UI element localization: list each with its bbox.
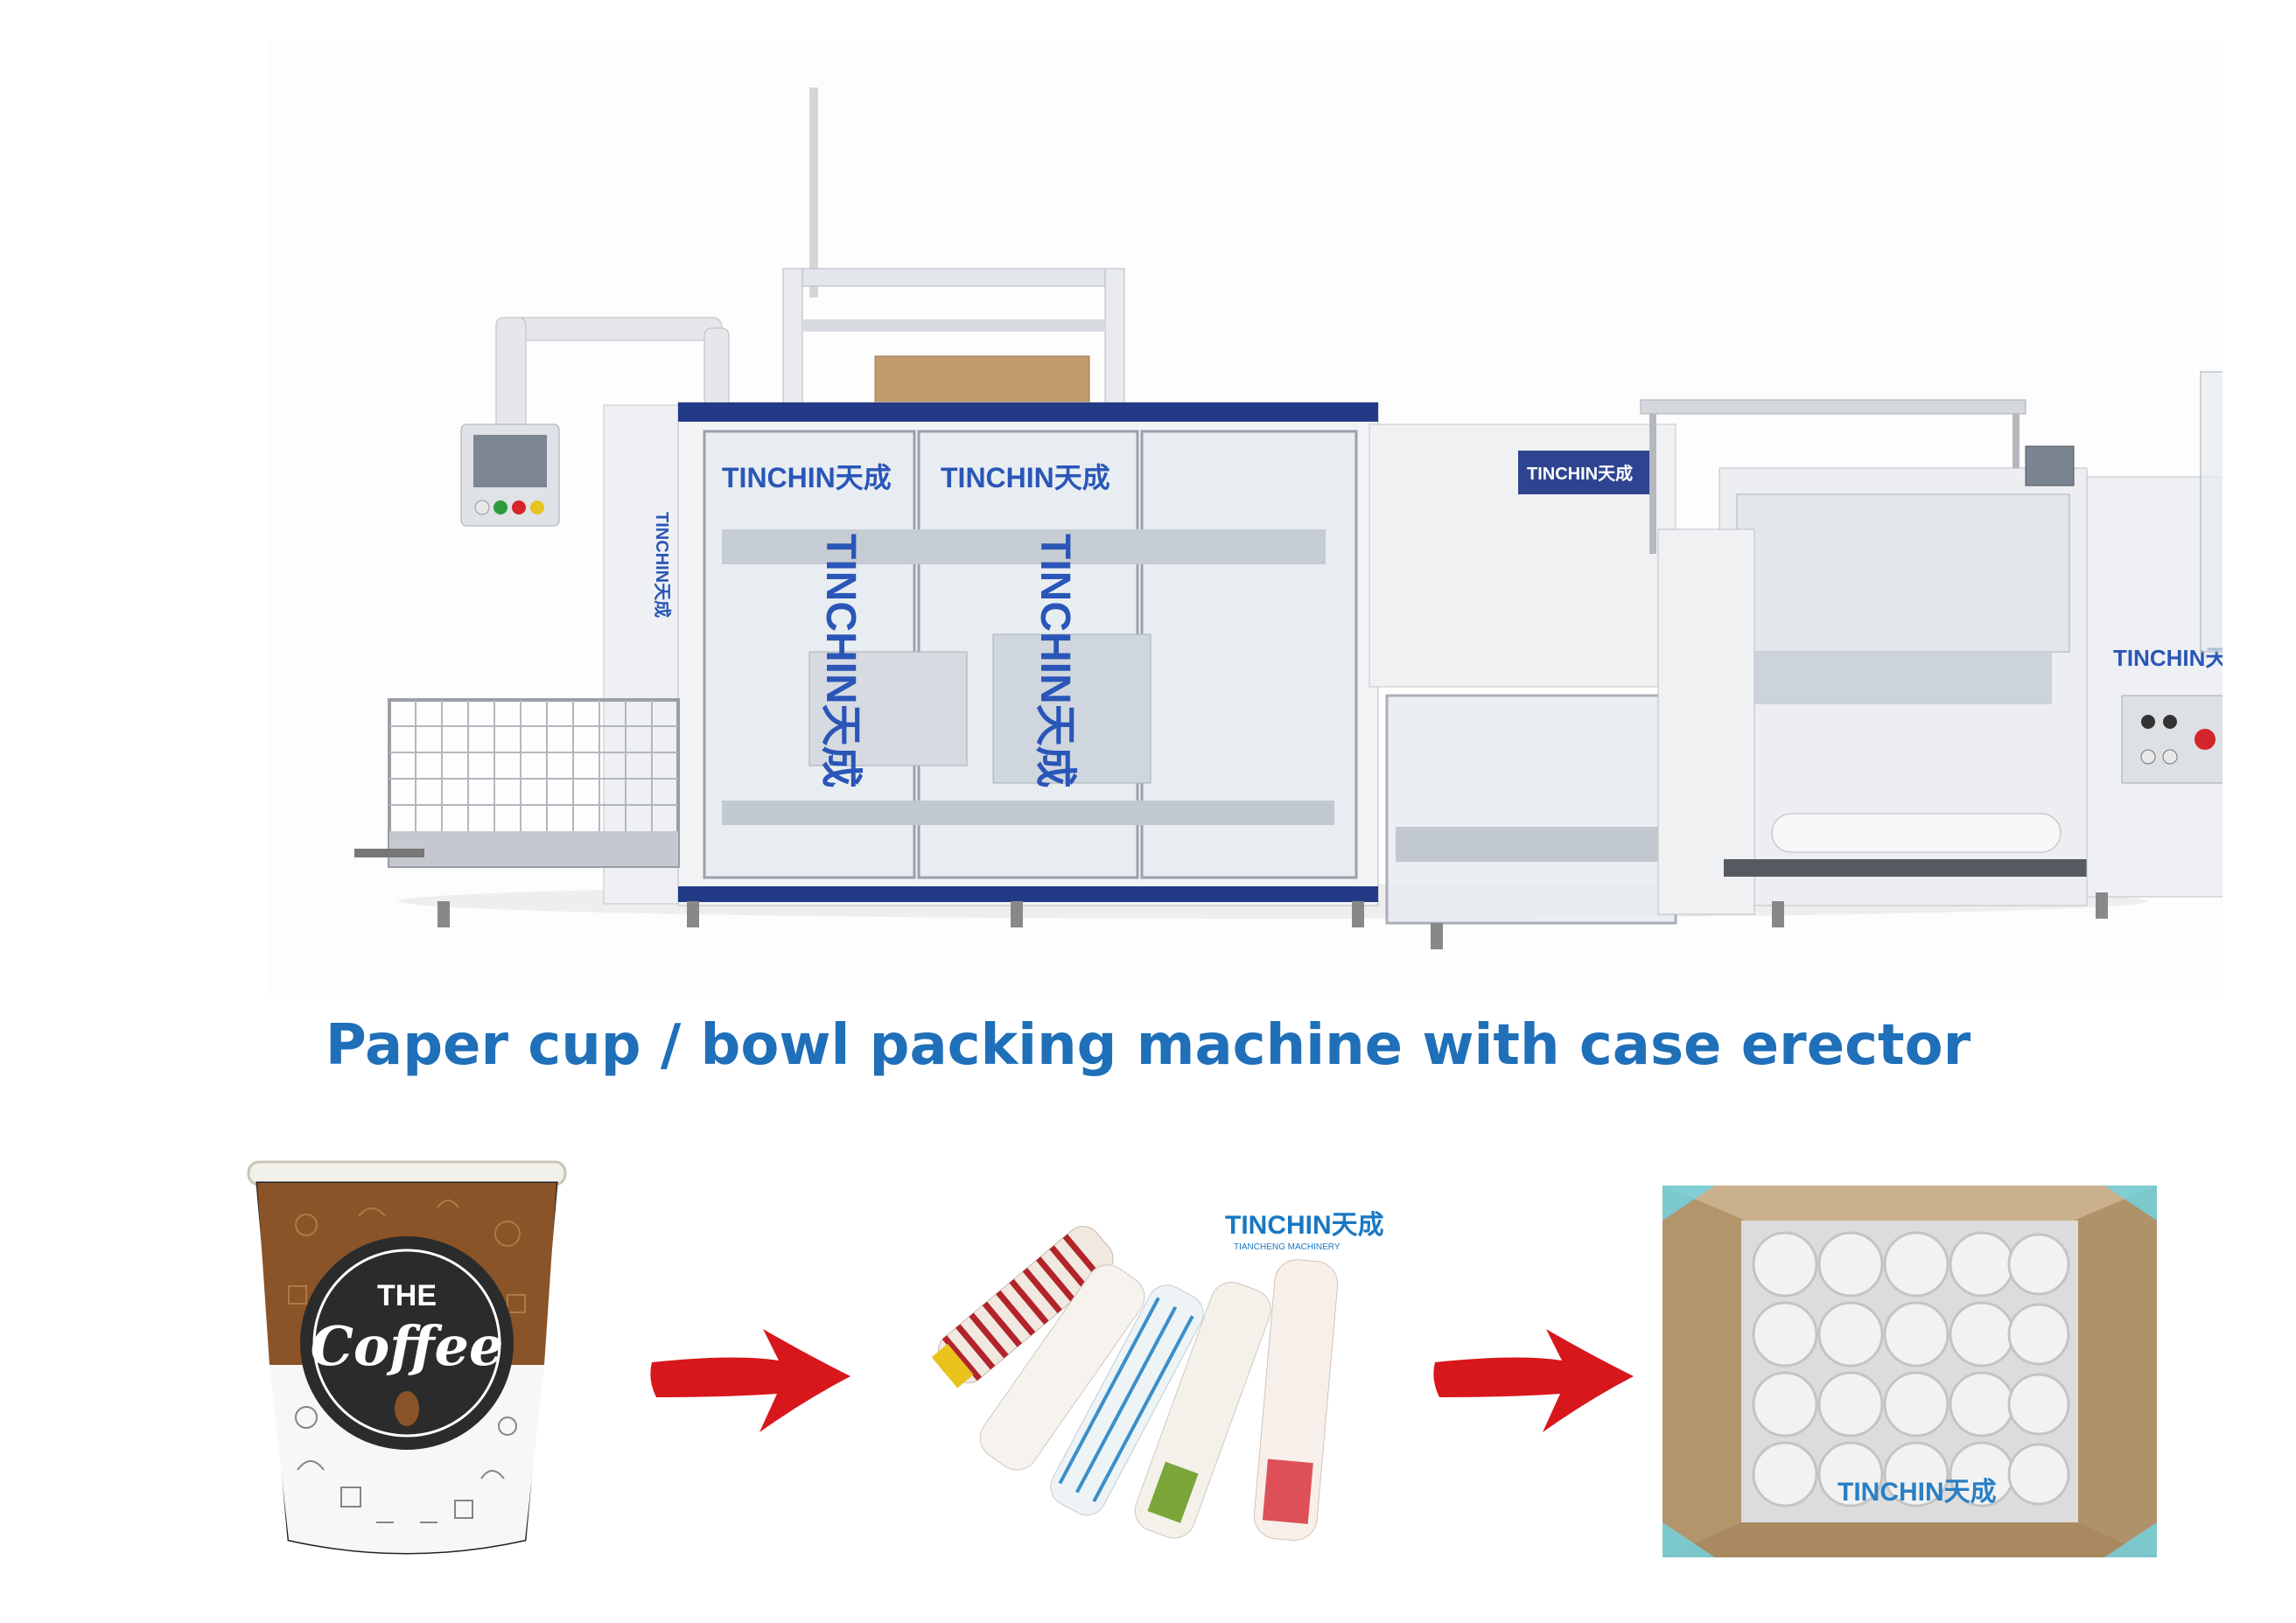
carton-brand-logo: TINCHIN天成 bbox=[1838, 1478, 1997, 1507]
vertical-brand-label-2: TINCHIN天成 bbox=[1032, 534, 1078, 788]
mirror-brand-label: TINCHIN天成 bbox=[1527, 463, 1633, 484]
right-arrow-icon bbox=[650, 1329, 850, 1432]
machine-photo: TINCHIN天成 TINCHIN天成 TINCHIN天成 TINCHIN天成 … bbox=[267, 39, 2296, 997]
packed-cup-sleeves-image: TINCHIN天成 TIANCHENG MACHINERY bbox=[931, 1211, 1384, 1541]
sleeves-brand-subtitle: TIANCHENG MACHINERY bbox=[1234, 1242, 1340, 1252]
cup-text-coffee: Coffee bbox=[311, 1314, 504, 1378]
coffee-cup-image: THE Coffee bbox=[247, 1160, 567, 1555]
vertical-brand-label-1: TINCHIN天成 bbox=[817, 534, 864, 788]
side-brand-label: TINCHIN天成 bbox=[652, 512, 673, 618]
page-title: Paper cup / bowl packing machine with ca… bbox=[325, 1013, 1971, 1078]
sleeves-brand-logo: TINCHIN天成 bbox=[1225, 1211, 1384, 1240]
right-arrow-icon bbox=[1433, 1329, 1634, 1432]
cup-text-the: THE bbox=[377, 1279, 437, 1312]
door-brand-label-2: TINCHIN天成 bbox=[941, 462, 1110, 493]
door-brand-label-1: TINCHIN天成 bbox=[722, 462, 892, 493]
packed-carton-image: TINCHIN天成 bbox=[1662, 1186, 2157, 1557]
packing-machine-illustration: TINCHIN天成 TINCHIN天成 TINCHIN天成 TINCHIN天成 … bbox=[354, 87, 2296, 949]
